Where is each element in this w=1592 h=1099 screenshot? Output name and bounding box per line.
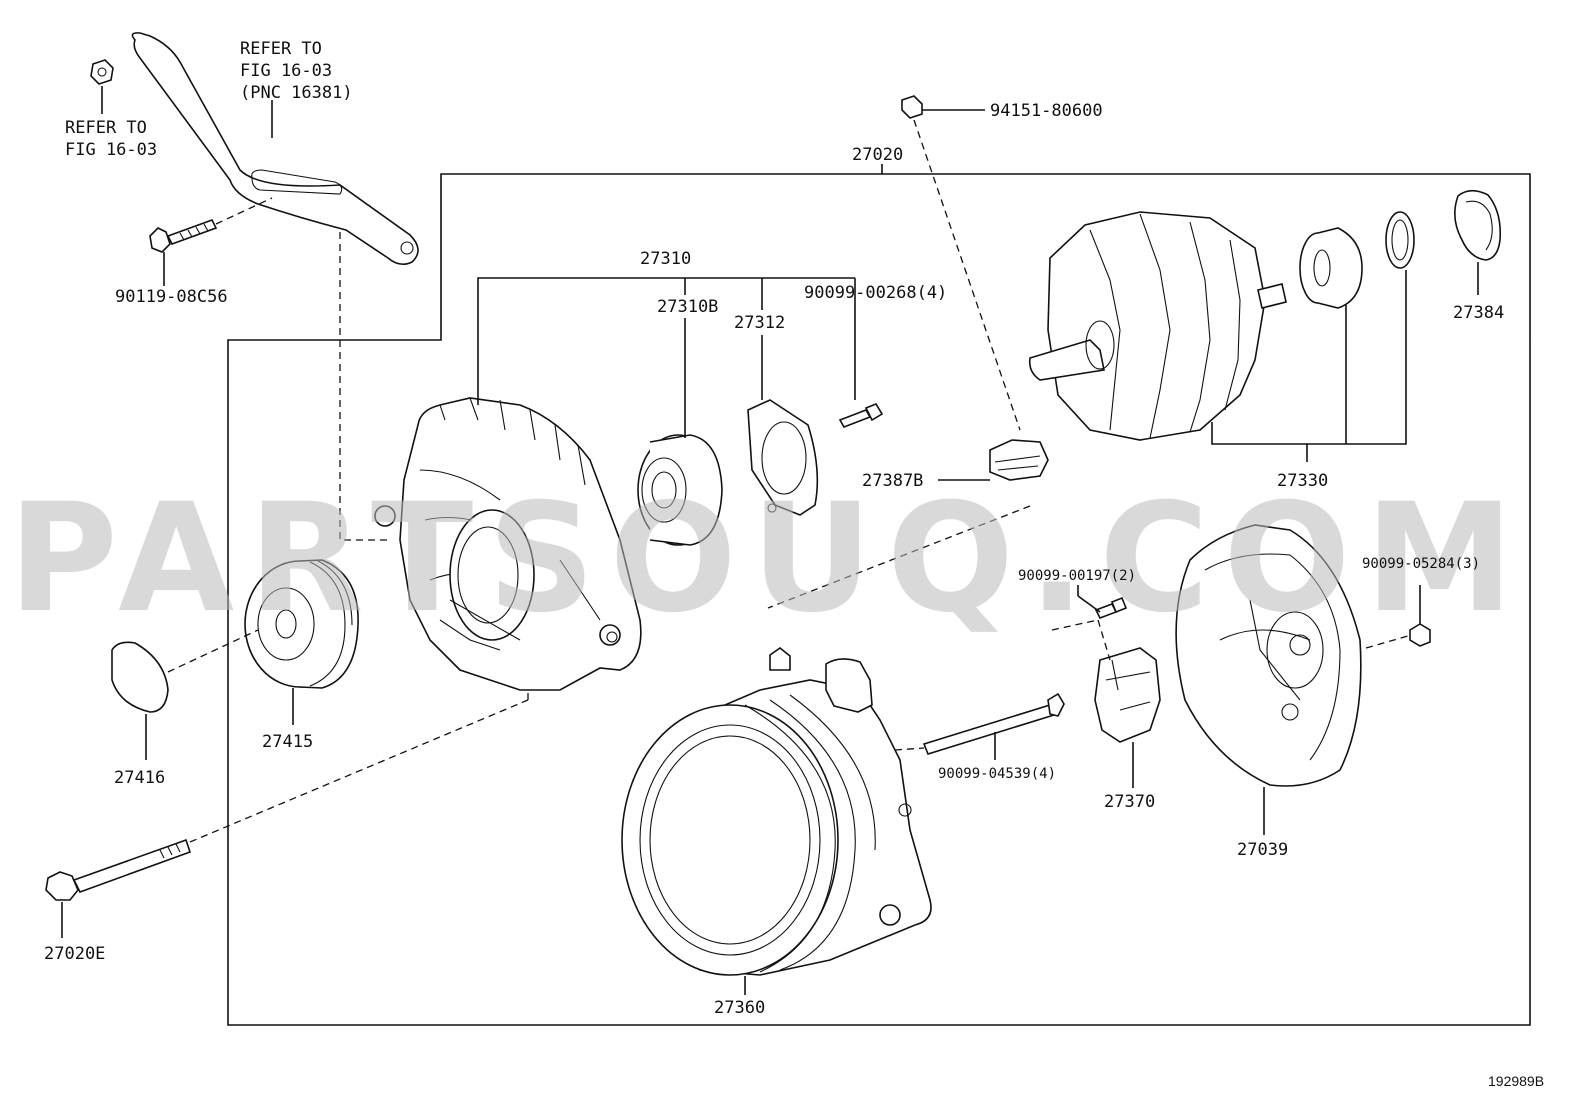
label-27370[interactable]: 27370 <box>1104 792 1155 812</box>
bolt-90119-icon[interactable] <box>149 219 218 253</box>
retainer-plate-27312[interactable] <box>747 399 819 516</box>
label-refer-bracket-2: FIG 16-03 <box>240 61 332 81</box>
rotor-ring[interactable] <box>1385 211 1415 269</box>
stator-27360[interactable] <box>621 647 932 976</box>
screw-00268-icon[interactable] <box>838 403 884 428</box>
label-27020E[interactable]: 27020E <box>44 944 105 964</box>
label-27330[interactable]: 27330 <box>1277 471 1328 491</box>
cap-27416[interactable] <box>111 641 169 713</box>
label-27039[interactable]: 27039 <box>1237 840 1288 860</box>
label-27312[interactable]: 27312 <box>734 313 785 333</box>
insulator-27387B[interactable] <box>989 439 1049 481</box>
label-90119-08C56[interactable]: 90119-08C56 <box>115 287 228 307</box>
screw-00197-icon[interactable] <box>1094 596 1128 620</box>
regulator-27370[interactable] <box>1094 647 1161 743</box>
through-bolt-04539[interactable] <box>922 692 1065 755</box>
figure-id: 192989B <box>1488 1073 1544 1089</box>
terminal-nut-94151-icon[interactable] <box>901 95 923 119</box>
label-refer-bracket-1: REFER TO <box>240 39 322 59</box>
nut-icon[interactable] <box>90 59 114 85</box>
bracket-part[interactable] <box>131 32 419 266</box>
assembly-boundary <box>227 173 1531 1026</box>
label-refer-nut-1: REFER TO <box>65 118 147 138</box>
label-90099-04539[interactable]: 90099-04539(4) <box>938 766 1056 782</box>
label-27387B[interactable]: 27387B <box>862 471 923 491</box>
label-90099-00268[interactable]: 90099-00268(4) <box>804 283 947 303</box>
bearing-27310B[interactable] <box>637 434 723 546</box>
label-27415[interactable]: 27415 <box>262 732 313 752</box>
label-27310B[interactable]: 27310B <box>657 297 718 317</box>
rotor-27330[interactable] <box>1028 211 1287 441</box>
rotor-bearing[interactable] <box>1299 227 1363 309</box>
cover-27384[interactable] <box>1454 189 1502 261</box>
label-27384[interactable]: 27384 <box>1453 303 1504 323</box>
label-94151-80600[interactable]: 94151-80600 <box>990 101 1103 121</box>
label-27416[interactable]: 27416 <box>114 768 165 788</box>
label-27310[interactable]: 27310 <box>640 249 691 269</box>
pulley-27415[interactable] <box>244 559 359 689</box>
watermark-text: PARTSOUQ.COM <box>8 472 1528 646</box>
label-90099-00197[interactable]: 90099-00197(2) <box>1018 568 1136 584</box>
rear-cover-27039[interactable] <box>1175 524 1362 787</box>
label-refer-nut-2: FIG 16-03 <box>65 140 157 160</box>
through-bolt-27020E[interactable] <box>45 838 192 901</box>
label-90099-05284[interactable]: 90099-05284(3) <box>1362 556 1480 572</box>
label-refer-bracket-3: (PNC 16381) <box>240 83 353 103</box>
label-27020[interactable]: 27020 <box>852 145 903 165</box>
drive-end-frame-27310[interactable] <box>374 397 642 691</box>
label-27360[interactable]: 27360 <box>714 998 765 1018</box>
